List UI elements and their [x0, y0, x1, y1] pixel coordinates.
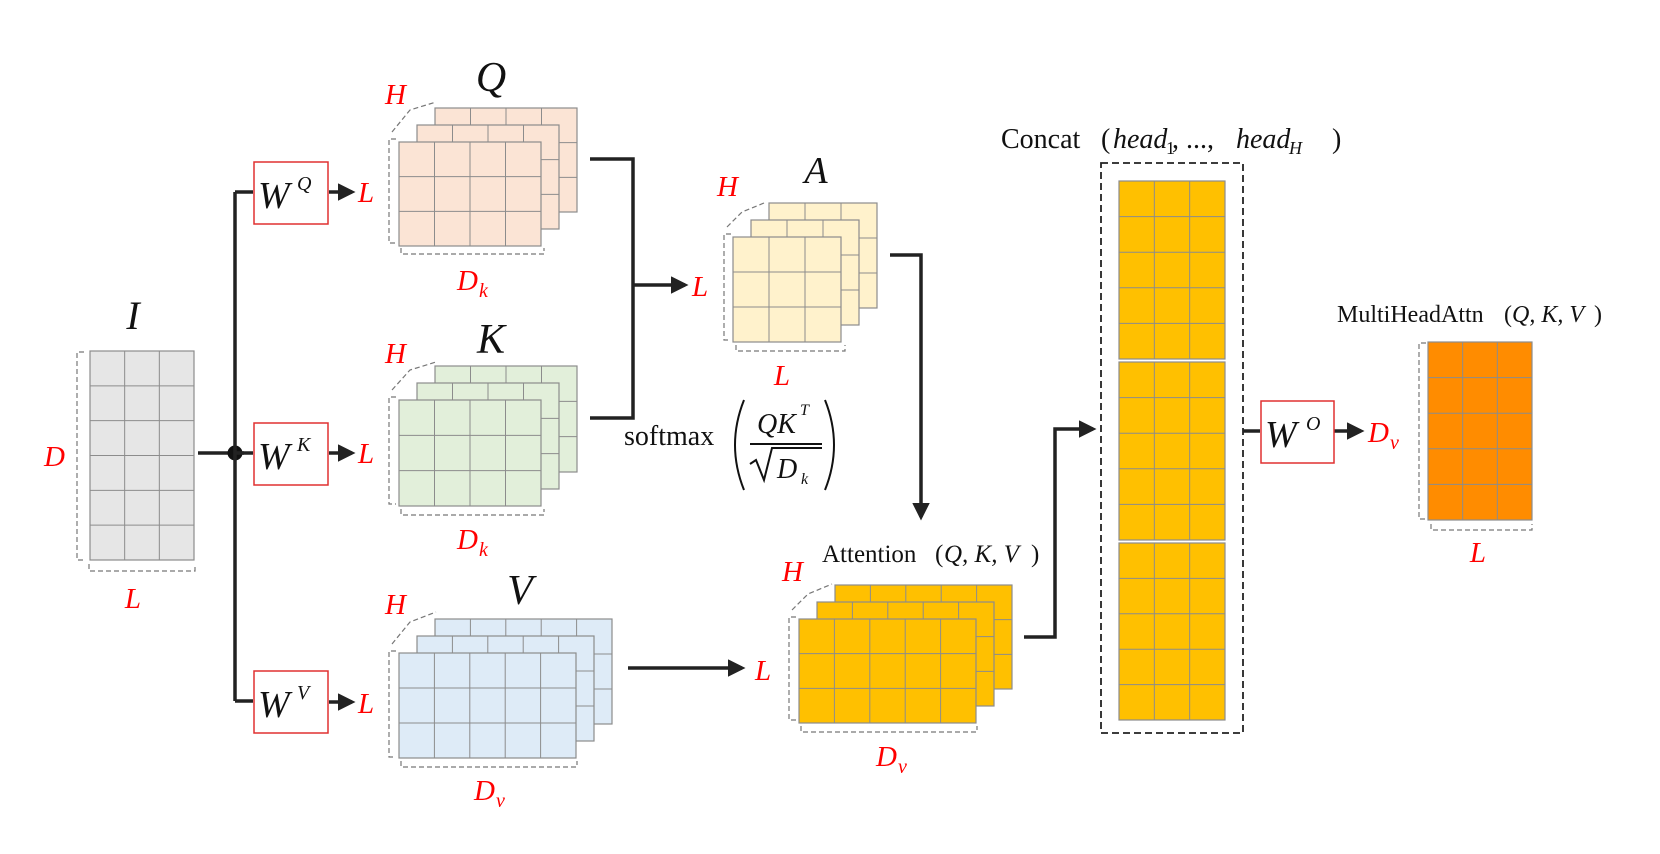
softmax-den-base: D: [776, 454, 797, 485]
key-dim-dk-sub: k: [479, 539, 489, 561]
value-dim-l: L: [357, 688, 374, 720]
svg-text:(: (: [1504, 302, 1512, 328]
concat-argn-base: head: [1236, 124, 1291, 155]
concat-label: Concat ( head 1 , ..., head H ): [1001, 124, 1341, 158]
value-matrix-layer-3: [398, 652, 577, 759]
attention-output-matrix-layer-3: [798, 618, 977, 724]
value-dim-dv-base: D: [473, 775, 495, 807]
concat-label-fn: Concat: [1001, 124, 1081, 155]
output-label-fn: MultiHeadAttn: [1337, 302, 1484, 328]
key-dim-dk-base: D: [456, 524, 478, 556]
svg-text:(: (: [1101, 124, 1110, 155]
wk-sup: K: [296, 434, 312, 456]
attention-label: Attention ( Q, K, V ): [822, 541, 1039, 568]
output-dim-dv-base: D: [1367, 417, 1389, 449]
input-matrix: [89, 350, 195, 561]
svg-text:(: (: [935, 541, 943, 568]
value-dim-h: H: [384, 589, 408, 621]
value-title: V: [507, 568, 537, 614]
matrix-grids: [89, 107, 1533, 759]
svg-text:): ): [1594, 302, 1602, 328]
attention-map-dim-l-horizontal: L: [773, 360, 790, 392]
concat-arg1-sub: 1: [1166, 138, 1175, 158]
connectors: [198, 157, 1365, 711]
concat-ellipsis: , ...,: [1172, 124, 1214, 155]
arrow-attention-to-concat: [1024, 420, 1097, 639]
attention-out-dim-l: L: [754, 655, 771, 687]
key-dim-l: L: [357, 438, 374, 470]
key-title: K: [476, 317, 507, 363]
weight-wo-box: W O: [1260, 400, 1335, 464]
output-label-args: Q, K, V: [1512, 302, 1586, 328]
dimension-brackets: [76, 101, 1533, 768]
softmax-num-base: QK: [757, 409, 797, 440]
query-dim-h: H: [384, 79, 408, 111]
wv-base: W: [258, 684, 293, 726]
value-dim-dv-sub: v: [496, 790, 505, 812]
wk-base: W: [258, 436, 293, 478]
query-matrix-layer-3: [398, 141, 542, 247]
concat-arg1-base: head: [1113, 124, 1168, 155]
svg-text:): ): [1332, 124, 1341, 155]
output-dim-dv-sub: v: [1390, 432, 1399, 454]
wv-sup: V: [297, 682, 312, 704]
attention-out-dim-dv-sub: v: [898, 756, 907, 778]
output-label: MultiHeadAttn ( Q, K, V ): [1337, 302, 1602, 328]
wo-sup: O: [1306, 413, 1320, 435]
softmax-formula: softmax QK T D k: [624, 399, 835, 491]
dimension-labels: D L H L D k H L D k H L D v H L L H L D …: [43, 79, 1486, 812]
attention-map-dim-l-vertical: L: [691, 271, 708, 303]
attention-map-title: A: [801, 150, 828, 192]
input-dim-l: L: [124, 583, 141, 615]
weight-wq-box: W Q: [253, 161, 329, 225]
output-matrix: [1427, 341, 1533, 521]
softmax-fn: softmax: [624, 421, 714, 452]
concat-head-block-3: [1118, 542, 1226, 721]
key-matrix-layer-3: [398, 399, 542, 507]
attention-map-dim-h: H: [716, 171, 740, 203]
weight-wk-box: W K: [253, 422, 329, 486]
weight-wv-box: W V: [253, 670, 329, 734]
query-dim-l: L: [357, 177, 374, 209]
concat-argn-sub: H: [1288, 138, 1303, 158]
output-dim-l: L: [1469, 537, 1486, 569]
wq-sup: Q: [297, 173, 312, 195]
softmax-num-sup: T: [800, 402, 810, 419]
concat-head-block-2: [1118, 361, 1226, 541]
concat-dashed-box: [1100, 162, 1244, 734]
softmax-den-sub: k: [801, 471, 809, 488]
query-dim-dk-sub: k: [479, 280, 489, 302]
concat-head-block-1: [1118, 180, 1226, 360]
attention-out-dim-h: H: [781, 556, 805, 588]
input-title: I: [125, 293, 141, 338]
input-dim-d: D: [43, 441, 65, 473]
wq-base: W: [258, 175, 293, 217]
wo-base: W: [1265, 414, 1300, 456]
attention-label-args: Q, K, V: [944, 541, 1022, 568]
attention-map-matrix-layer-3: [732, 236, 842, 343]
attention-out-dim-dv-base: D: [875, 741, 897, 773]
attention-label-fn: Attention: [822, 541, 917, 568]
key-dim-h: H: [384, 338, 408, 370]
query-dim-dk-base: D: [456, 265, 478, 297]
svg-text:): ): [1031, 541, 1039, 568]
arrow-a-to-attention: [890, 253, 930, 521]
query-title: Q: [476, 55, 506, 101]
